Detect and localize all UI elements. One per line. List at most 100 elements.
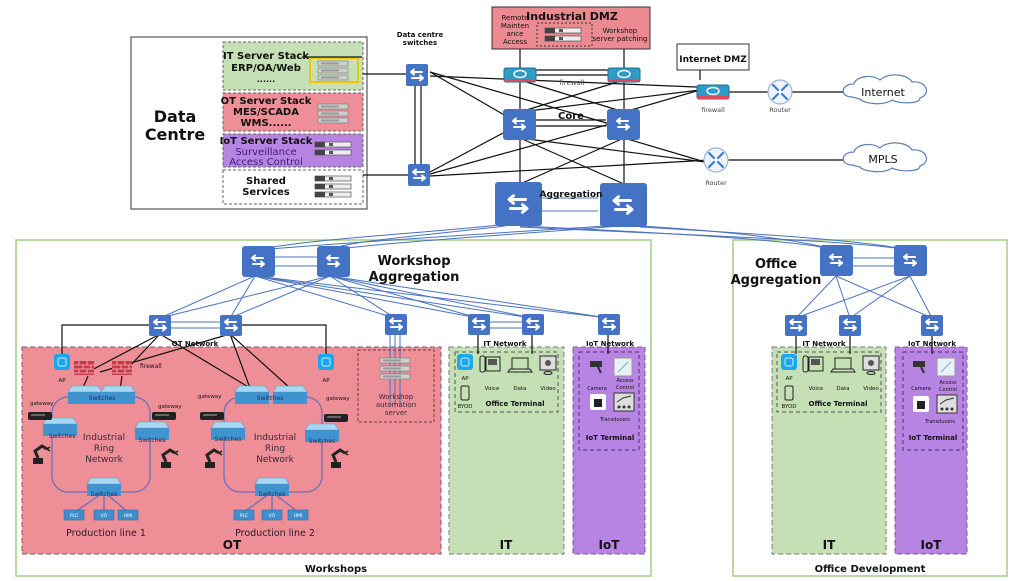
it-rack-icon [302,56,362,83]
ring1-label-2: Ring [94,444,114,454]
internet-firewall-label: firewall [701,106,725,114]
gateway-label: gateway [158,404,182,410]
internet-router-icon [766,78,794,106]
switches-label: Switches [259,491,286,498]
dmz-server-box [536,22,593,47]
internet-dmz-box [676,43,750,71]
plc-label: PLC [70,513,78,519]
dc-switch-top[interactable] [406,64,428,86]
switches-label: Switches [89,395,116,402]
byod-phone-icon [460,385,470,401]
voice-phone-icon [802,355,824,373]
ot-firewall-label: firewall [140,363,162,370]
office-iot-terminal-box [902,351,964,451]
internet-firewall-icon [696,84,730,100]
office-it-terminal-icons [780,353,880,401]
backbone-links [363,20,850,185]
office-iot-terminal-label: IoT Terminal [909,434,957,442]
core-switch-left[interactable] [503,109,536,140]
transducer-icon [936,394,958,414]
ot-access-switch-1[interactable] [149,315,171,336]
workshop-it-zone [448,346,565,555]
io-label: I/O [101,513,108,519]
gateway-icon [152,412,176,420]
dc-switch-bottom[interactable] [408,164,430,186]
transducers-label: Transducers [924,419,955,425]
aggregation-pair-link [542,197,598,212]
remote-access-label-4: Access [503,38,527,46]
transducers-label: Transducers [599,417,630,423]
shared-title: Shared [246,176,286,187]
iot-stack-title: IoT Server Stack [220,136,313,147]
office-it-access-switch-2[interactable] [839,315,861,336]
ot-zone [21,346,442,555]
ring2-label: Industrial [254,433,296,443]
byod-phone-icon [784,385,794,401]
automation-access-switch[interactable] [385,314,407,335]
iot-stack-line-2: Access Control [229,157,303,168]
remote-access-label: Remote [501,14,528,22]
aggregation-label: Aggregation [540,190,603,200]
shared-server-icon [314,175,352,198]
workshop-it-terminal-icons [456,353,557,401]
workshop-iot-zone-label: IoT [599,538,621,552]
it-access-switch-1[interactable] [468,314,490,335]
ot-stack-line: MES/SCADA [233,107,299,118]
switches-label: Switches [139,437,166,444]
workshop-agg-switch-right[interactable] [317,246,350,277]
voice-phone-icon [479,355,501,373]
gateway-icon [28,412,52,420]
gateway-label: gateway [198,394,222,400]
ring2-label-3: Network [256,455,294,465]
ring1-label: Industrial [83,433,125,443]
ot-rack-icon [317,103,349,124]
it-access-switch-2[interactable] [522,314,544,335]
workshop-it-zone-label: IT [500,538,513,552]
ot-firewall-icon-1 [73,360,95,376]
office-it-access-switch-1[interactable] [785,315,807,336]
switches-label: Switches [49,433,76,440]
ring1-label-3: Network [85,455,123,465]
data-centre-title-2: Centre [145,125,206,144]
video-icon [539,355,557,375]
workshop-it-network-label: IT Network [483,340,526,348]
automation-server-label: Workshop [379,393,414,401]
distribution-links [159,224,933,405]
ap-icon [456,353,474,371]
office-agg-switch-left[interactable] [820,245,853,276]
ot-ap-label-1: AP [58,378,66,384]
it-stack-line: ERP/OA/Web [231,63,301,74]
workshop-agg-switch-left[interactable] [242,246,275,277]
byod-label: BYOD [781,404,796,410]
switches-label: Switches [309,438,336,445]
aggregation-switch-right[interactable] [600,183,647,227]
switches-label: Switches [215,436,242,443]
office-aggregation-label-2: Aggregation [731,273,822,288]
camera-label: Camera [911,386,931,392]
automation-server-label-3: server [385,409,407,417]
access-control-icon [936,357,956,377]
automation-server-box [357,349,435,423]
office-agg-switch-right[interactable] [894,245,927,276]
workshop-iot-terminal-icons [590,357,635,412]
office-iot-zone-label: IoT [921,538,943,552]
workshop-aggregation-label-2: Aggregation [369,270,460,285]
internet-cloud-label: Internet [861,86,905,99]
workshop-iot-network-label: IoT Network [586,340,634,348]
shared-line: Services [242,187,290,198]
data-label: Data [513,386,526,392]
data-label: Data [836,386,849,392]
ot-access-switch-2[interactable] [220,315,242,336]
access-control-label: Access [616,378,634,384]
aggregation-switch-left[interactable] [495,182,542,226]
office-iot-access-switch[interactable] [921,315,943,336]
workshop-office-terminal-label: Office Terminal [486,400,545,408]
gateway-icon [324,414,348,422]
iot-access-switch[interactable] [598,314,620,335]
camera-icon [590,361,602,374]
data-laptop-icon [830,357,856,373]
core-switch-right[interactable] [607,109,640,140]
gateway-label: gateway [30,401,54,407]
voice-label: Voice [809,386,824,392]
dmz-firewall-icon-left [503,67,537,83]
